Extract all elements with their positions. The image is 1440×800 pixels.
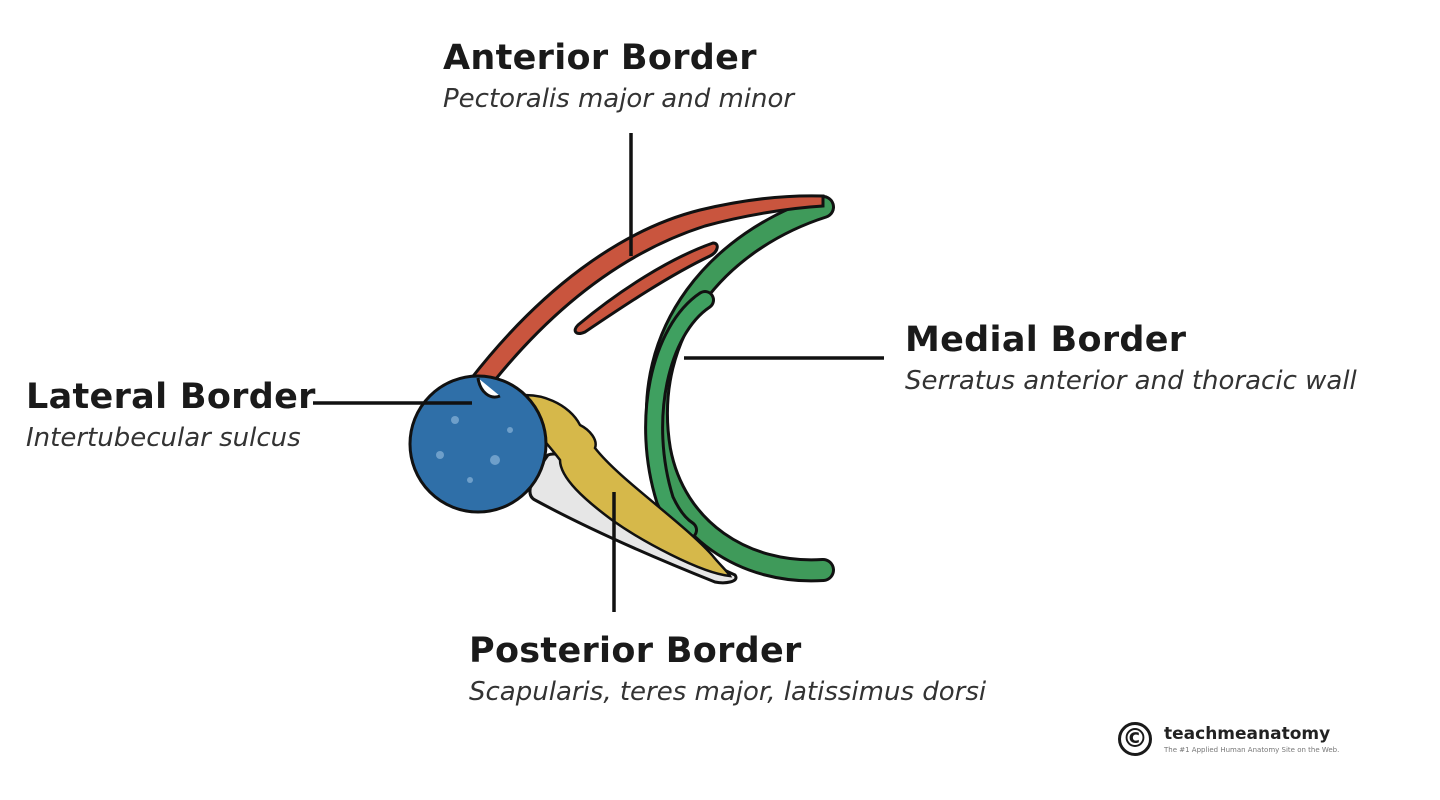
humerus-texture-1 bbox=[451, 416, 459, 424]
lateral-border-label: Lateral Border Intertubecular sulcus bbox=[26, 377, 316, 459]
lateral-border-subtitle: Intertubecular sulcus bbox=[26, 423, 301, 453]
lateral-border-title: Lateral Border bbox=[26, 377, 316, 417]
humerus-texture-5 bbox=[436, 451, 444, 459]
anterior-border-title: Anterior Border bbox=[443, 38, 757, 78]
copyright-icon: © bbox=[1118, 722, 1152, 756]
medial-border-label: Medial Border Serratus anterior and thor… bbox=[905, 320, 1357, 402]
teachmeanatomy-logo: © teachmeanatomy The #1 Applied Human An… bbox=[1118, 722, 1339, 756]
logo-tagline: The #1 Applied Human Anatomy Site on the… bbox=[1164, 746, 1340, 754]
posterior-border-label: Posterior Border Scapularis, teres major… bbox=[469, 631, 989, 713]
anterior-border-subtitle: Pectoralis major and minor bbox=[443, 84, 795, 114]
medial-border-subtitle: Serratus anterior and thoracic wall bbox=[905, 366, 1357, 396]
serratus-anterior-fill bbox=[647, 293, 712, 537]
humerus-head bbox=[408, 374, 548, 514]
humerus-texture-4 bbox=[507, 427, 513, 433]
pectoralis-minor bbox=[573, 241, 719, 335]
humerus-texture-2 bbox=[490, 455, 500, 465]
posterior-muscles bbox=[510, 394, 733, 578]
humerus-texture-3 bbox=[467, 477, 473, 483]
logo-name: teachmeanatomy bbox=[1164, 724, 1331, 744]
posterior-border-subtitle: Scapularis, teres major, latissimus dors… bbox=[469, 677, 987, 707]
intertubercular-notch bbox=[476, 377, 501, 399]
pectoralis-major bbox=[466, 194, 825, 382]
medial-border-title: Medial Border bbox=[905, 320, 1187, 360]
anterior-border-label: Anterior Border Pectoralis major and min… bbox=[443, 38, 794, 120]
posterior-border-title: Posterior Border bbox=[469, 631, 802, 671]
